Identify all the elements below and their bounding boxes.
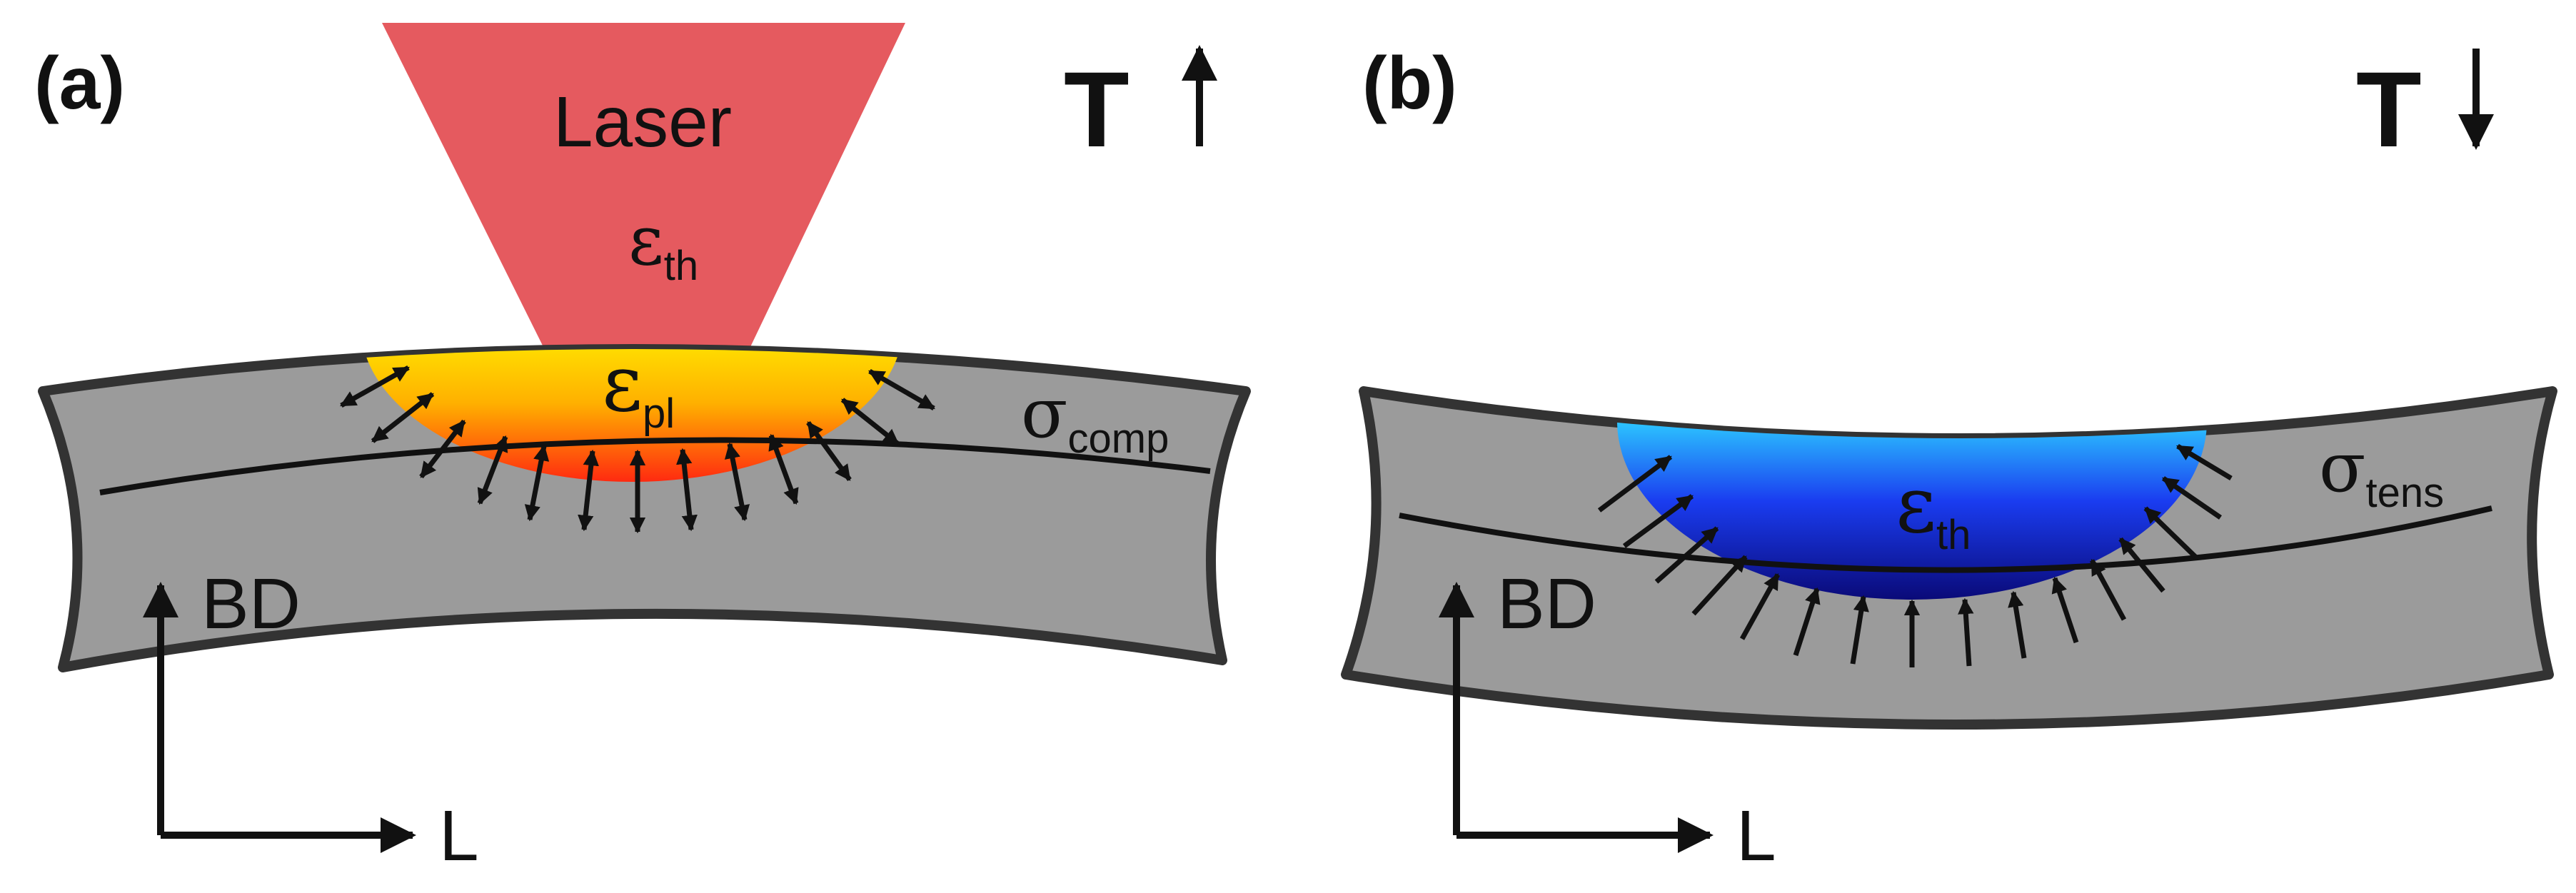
expansion-arrow [477,435,508,505]
contraction-arrow [1654,526,1719,584]
contraction-arrow [1622,494,1694,548]
expansion-arrow [578,449,599,532]
thermal-strain-zone [1617,421,2207,600]
temperature-label-a: T [1064,49,1129,169]
contraction-arrow [2143,506,2198,559]
laser-beam [382,23,905,348]
contraction-arrow [2008,590,2027,659]
contraction-arrow [1597,455,1673,513]
expansion-arrow [868,368,935,411]
contraction-arrows [1597,443,2233,667]
contraction-arrow [1793,587,1821,657]
zone-strain-label-b: εth [1896,459,1971,558]
expansion-arrow [676,448,698,532]
zone-strain-label-a: εpl [602,338,675,437]
panel-a: (a) Laser εth εpl σcomp [34,23,1251,876]
stress-label-a: σcomp [1021,373,1169,462]
contraction-arrow [2089,559,2127,621]
bd-axis-label-b: BD [1497,564,1596,644]
expansion-arrow [806,420,852,482]
contraction-arrow [1850,595,1869,665]
panel-b: (b) εth σtens [1341,42,2557,876]
l-axis-label-a: L [439,796,479,876]
contraction-arrow [2118,537,2165,593]
expansion-arrows [340,365,935,534]
expansion-arrow [371,392,435,443]
laser-label: Laser [553,82,732,162]
layer-boundary-a [99,437,1211,495]
panel-label-b: (b) [1362,42,1457,125]
contraction-arrow [2051,576,2079,644]
contraction-arrow [2162,476,2222,520]
expansion-arrow [768,433,799,505]
expansion-arrow [724,442,750,522]
contraction-arrow [1691,555,1748,616]
contraction-arrow [1739,573,1781,640]
expansion-arrow [340,365,410,408]
contraction-arrow [2176,443,2233,481]
expansion-arrow [419,419,466,479]
contraction-arrow [1958,597,1974,667]
panel-label-a: (a) [34,42,125,125]
temperature-label-b: T [2356,49,2422,169]
laser-strain-label: εth [628,201,698,289]
expansion-arrow [840,398,900,446]
l-axis-label-b: L [1736,796,1776,876]
stress-label-b: σtens [2319,428,2444,516]
bd-axis-label-a: BD [201,564,301,644]
expansion-arrow [524,444,550,522]
layer-boundary-b [1399,505,2492,573]
